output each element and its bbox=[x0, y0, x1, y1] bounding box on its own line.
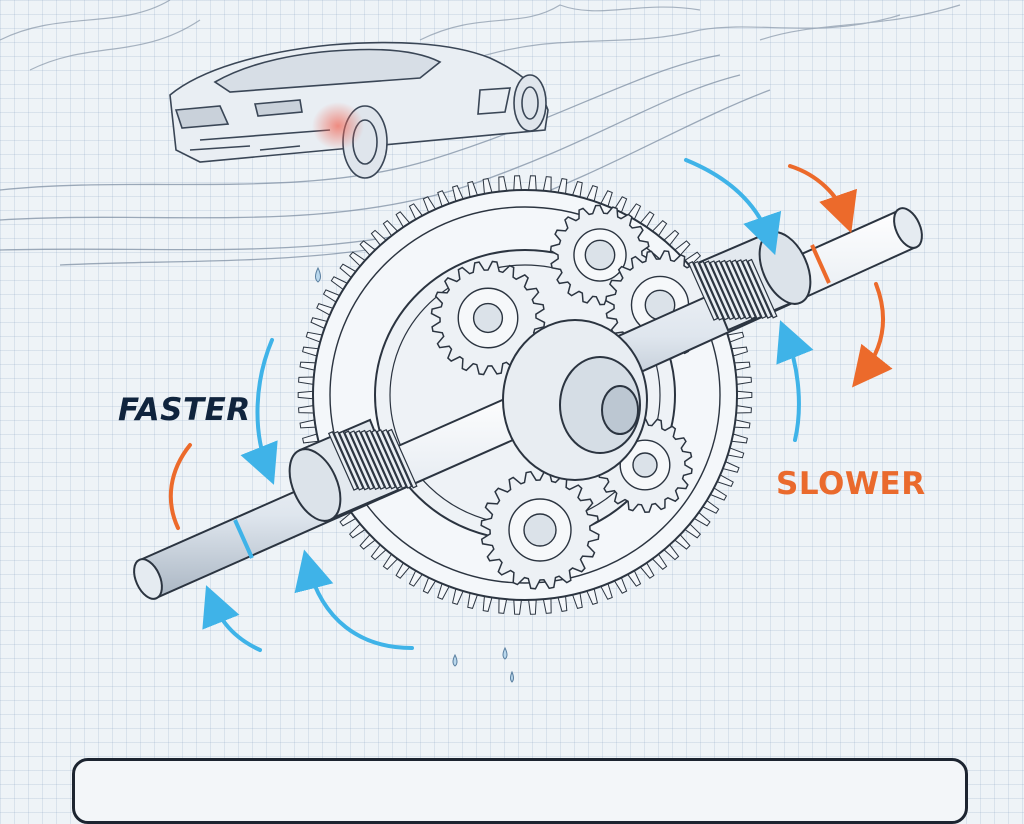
caption-box bbox=[72, 758, 968, 824]
oil-drops bbox=[315, 266, 514, 683]
wheel-highlight bbox=[312, 102, 364, 150]
faster-label: FASTER bbox=[118, 392, 251, 428]
slower-rotation-arrows bbox=[168, 164, 893, 530]
slower-label: SLOWER bbox=[776, 466, 926, 502]
faster-rotation-arrows bbox=[202, 158, 814, 652]
mountain-sketch bbox=[0, 0, 961, 71]
side-gears bbox=[327, 258, 778, 491]
car-icon bbox=[169, 41, 549, 179]
differential-illustration bbox=[0, 0, 961, 683]
